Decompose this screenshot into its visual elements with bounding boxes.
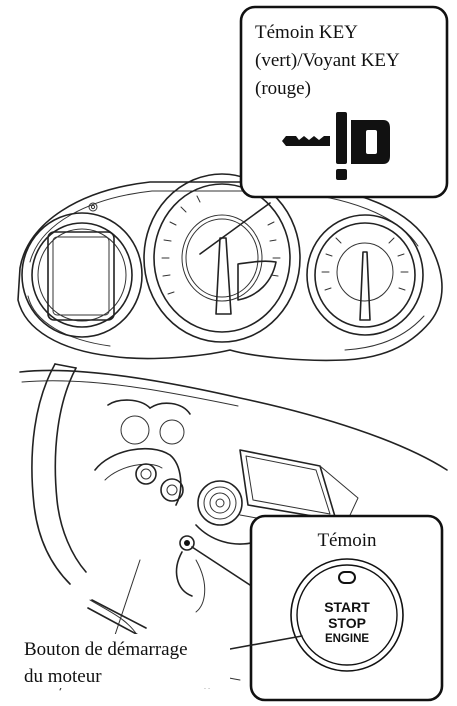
start-label-leader — [229, 635, 303, 650]
start-button-label: Bouton de démarrage du moteur — [20, 634, 230, 688]
button-text-engine: ENGINE — [325, 633, 369, 645]
start-label-line-2: du moteur — [24, 666, 102, 687]
key-indicator-callout: Témoin KEY (vert)/Voyant KEY (rouge) — [239, 5, 449, 199]
start-button-callout: Témoin START STOP ENGINE — [249, 514, 444, 702]
center-air-vent — [197, 480, 243, 526]
key-warning-icon — [282, 112, 390, 180]
right-speedometer — [306, 214, 424, 336]
instrument-cluster — [17, 173, 443, 362]
button-text-start: START — [324, 599, 370, 615]
indicator-label: Témoin — [317, 530, 377, 551]
center-tachometer — [143, 173, 301, 343]
start-callout-leader — [191, 546, 257, 590]
left-gauge — [21, 212, 143, 338]
key-callout-line-3: (rouge) — [255, 78, 311, 99]
button-text-stop: STOP — [328, 615, 366, 631]
cluster-indicator-icon — [88, 202, 98, 212]
key-callout-leader — [199, 202, 271, 255]
start-label-line-1: Bouton de démarrage — [24, 639, 188, 660]
indicator-lamp-icon — [338, 571, 356, 584]
key-callout-line-2: (vert)/Voyant KEY — [255, 50, 400, 71]
start-stop-engine-button: START STOP ENGINE — [290, 558, 404, 672]
dash-start-button-icon — [179, 535, 195, 551]
key-callout-line-1: Témoin KEY — [255, 22, 358, 43]
